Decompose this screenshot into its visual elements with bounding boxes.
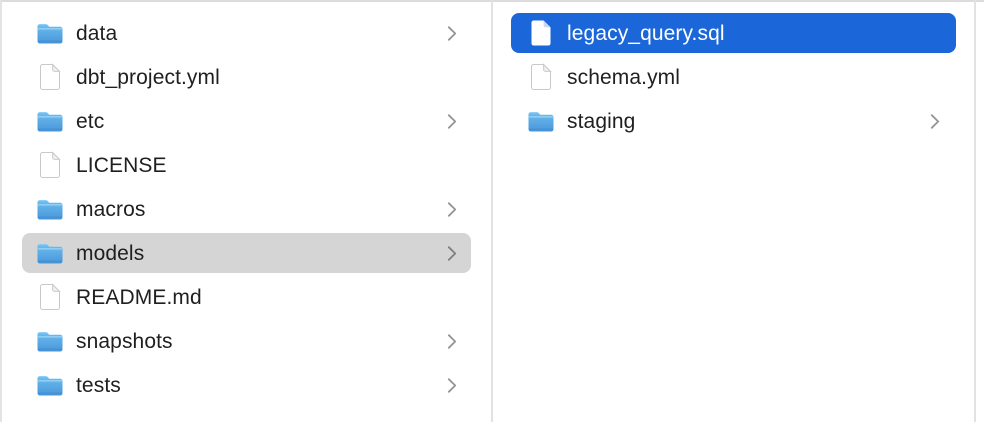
window-left-edge	[0, 0, 2, 422]
item-label: dbt_project.yml	[76, 65, 220, 89]
chevron-right-icon	[447, 25, 457, 42]
folder-icon	[36, 326, 64, 356]
finder-item-snapshots[interactable]: snapshots	[22, 321, 471, 361]
finder-item-staging[interactable]: staging	[511, 101, 956, 141]
item-label: data	[76, 21, 118, 45]
finder-item-dbt-project-yml[interactable]: dbt_project.yml	[22, 57, 471, 97]
chevron-right-icon	[447, 333, 457, 350]
chevron-right-icon	[447, 201, 457, 218]
item-label: legacy_query.sql	[567, 21, 725, 45]
folder-icon	[36, 194, 64, 224]
finder-item-models[interactable]: models	[22, 233, 471, 273]
chevron-right-icon	[447, 377, 457, 394]
finder-item-schema-yml[interactable]: schema.yml	[511, 57, 956, 97]
finder-item-etc[interactable]: etc	[22, 101, 471, 141]
folder-icon	[36, 18, 64, 48]
folder-icon	[36, 370, 64, 400]
finder-item-legacy-query-sql[interactable]: legacy_query.sql	[511, 13, 956, 53]
folder-icon	[527, 106, 555, 136]
document-icon	[36, 62, 64, 92]
column-divider-2[interactable]	[974, 0, 976, 422]
finder-column-right: legacy_query.sql schema.yml staging	[493, 13, 974, 145]
document-icon	[527, 62, 555, 92]
finder-item-macros[interactable]: macros	[22, 189, 471, 229]
finder-item-license[interactable]: LICENSE	[22, 145, 471, 185]
column-divider-1[interactable]	[491, 0, 493, 422]
item-label: LICENSE	[76, 153, 167, 177]
item-label: models	[76, 241, 145, 265]
finder-item-data[interactable]: data	[22, 13, 471, 53]
document-icon	[527, 18, 555, 48]
item-label: snapshots	[76, 329, 173, 353]
chevron-right-icon	[930, 113, 940, 130]
item-label: tests	[76, 373, 121, 397]
folder-icon	[36, 106, 64, 136]
folder-icon	[36, 238, 64, 268]
finder-item-readme-md[interactable]: README.md	[22, 277, 471, 317]
item-label: etc	[76, 109, 105, 133]
item-label: README.md	[76, 285, 202, 309]
item-label: macros	[76, 197, 146, 221]
document-icon	[36, 282, 64, 312]
chevron-right-icon	[447, 113, 457, 130]
finder-item-tests[interactable]: tests	[22, 365, 471, 405]
chevron-right-icon	[447, 245, 457, 262]
item-label: staging	[567, 109, 636, 133]
item-label: schema.yml	[567, 65, 681, 89]
document-icon	[36, 150, 64, 180]
